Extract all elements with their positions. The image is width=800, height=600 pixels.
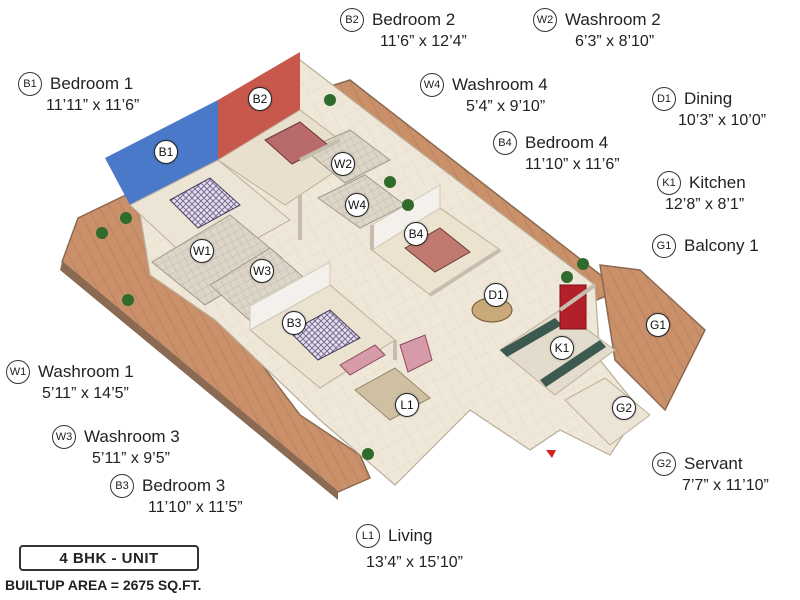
badge-b1: B1 (18, 72, 42, 96)
room-size: 6’3” x 8’10” (575, 33, 655, 50)
living-sofa-1 (339, 344, 386, 376)
room-size: 13’4” x 15’10” (366, 554, 463, 571)
interior-walls (298, 138, 597, 360)
label-washroom-4: W4 Washroom 4 5’4” x 9’10” (420, 73, 548, 116)
label-washroom-3: W3 Washroom 3 5’11” x 9’5” (52, 425, 180, 468)
room-size: 11’11” x 11’6” (46, 97, 140, 114)
badge-g2: G2 (652, 452, 676, 476)
servant-room (564, 377, 651, 446)
badge-k1: K1 (657, 171, 681, 195)
room-name: Living (388, 526, 433, 545)
room-size: 7’7” x 11’10” (682, 477, 769, 494)
label-living: L1 Living 13’4” x 15’10” (356, 524, 463, 572)
badge-b3: B3 (110, 474, 134, 498)
room-size: 11’6” x 12’4” (380, 33, 467, 50)
living-sofa-2 (399, 334, 433, 373)
room-name: Bedroom 4 (525, 133, 609, 152)
marker-w3: W3 (250, 259, 274, 283)
badge-g1: G1 (652, 234, 676, 258)
room-size: 11’10” x 11’6” (525, 156, 620, 173)
room-name: Balcony 1 (684, 236, 759, 255)
badge-b4: B4 (493, 131, 517, 155)
room-name: Washroom 3 (84, 427, 180, 446)
label-bedroom-3: B3 Bedroom 3 11’10” x 11’5” (110, 474, 243, 517)
badge-w4: W4 (420, 73, 444, 97)
room-size: 12’8” x 8’1” (665, 196, 745, 213)
marker-g2: G2 (612, 396, 636, 420)
room-name: Kitchen (689, 173, 746, 192)
room-name: Servant (684, 454, 743, 473)
label-bedroom-2: B2 Bedroom 2 11’6” x 12’4” (340, 8, 467, 51)
marker-k1: K1 (550, 336, 574, 360)
entry-arrow (546, 450, 556, 458)
room-name: Washroom 1 (38, 362, 134, 381)
label-bedroom-1: B1 Bedroom 1 11’11” x 11’6” (18, 72, 139, 115)
room-size: 5’11” x 9’5” (92, 450, 170, 467)
room-name: Washroom 4 (452, 75, 548, 94)
badge-w3: W3 (52, 425, 76, 449)
label-washroom-2: W2 Washroom 2 6’3” x 8’10” (533, 8, 661, 51)
badge-w2: W2 (533, 8, 557, 32)
room-size: 11’10” x 11’5” (148, 499, 243, 516)
marker-l1: L1 (395, 393, 419, 417)
marker-w2: W2 (331, 152, 355, 176)
room-name: Bedroom 3 (142, 476, 226, 495)
marker-b3: B3 (282, 311, 306, 335)
deck-right-balcony (599, 264, 706, 412)
plants (96, 94, 589, 460)
room-name: Bedroom 1 (50, 74, 134, 93)
marker-w4: W4 (345, 193, 369, 217)
marker-b1: B1 (154, 140, 178, 164)
badge-l1: L1 (356, 524, 380, 548)
room-size: 5’11” x 14’5” (42, 385, 129, 402)
room-size: 5’4” x 9’10” (466, 98, 546, 115)
label-dining: D1 Dining 10’3” x 10’0” (652, 87, 766, 130)
label-balcony-1: G1 Balcony 1 (652, 234, 759, 258)
badge-w1: W1 (6, 360, 30, 384)
builtup-area-text: BUILTUP AREA = 2675 SQ.FT. (5, 577, 202, 593)
badge-d1: D1 (652, 87, 676, 111)
room-name: Dining (684, 89, 733, 108)
marker-w1: W1 (190, 239, 214, 263)
bed-1 (169, 177, 241, 229)
bed-3 (289, 309, 361, 361)
label-servant: G2 Servant 7’7” x 11’10” (652, 452, 769, 495)
room-name: Bedroom 2 (372, 10, 456, 29)
badge-b2: B2 (340, 8, 364, 32)
label-kitchen: K1 Kitchen 12’8” x 8’1” (657, 171, 746, 214)
marker-b4: B4 (404, 222, 428, 246)
label-bedroom-4: B4 Bedroom 4 11’10” x 11’6” (493, 131, 620, 174)
marker-g1: G1 (646, 313, 670, 337)
marker-b2: B2 (248, 87, 272, 111)
room-name: Washroom 2 (565, 10, 661, 29)
room-size: 10’3” x 10’0” (678, 112, 767, 129)
unit-type-box: 4 BHK - UNIT (19, 545, 199, 571)
marker-d1: D1 (484, 283, 508, 307)
label-washroom-1: W1 Washroom 1 5’11” x 14’5” (6, 360, 134, 403)
